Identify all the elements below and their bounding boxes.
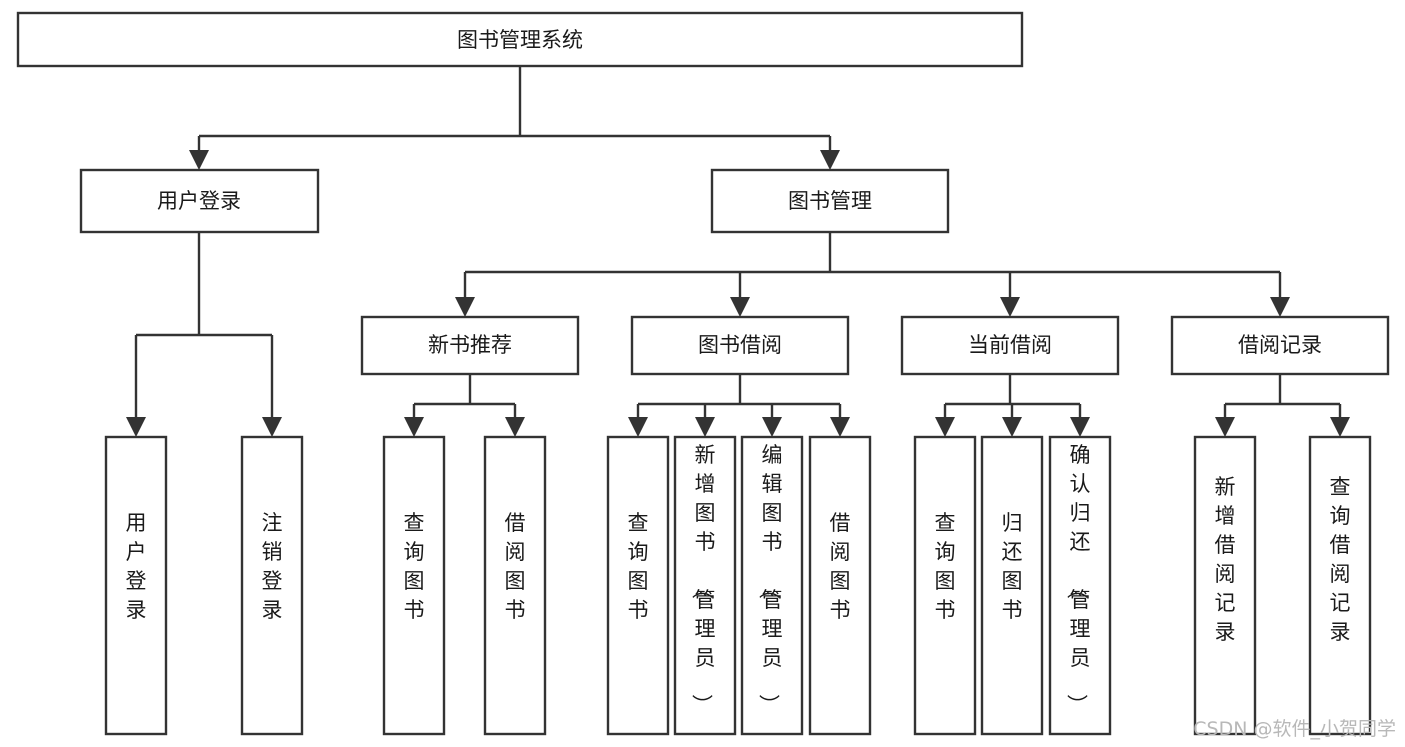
arrow-head-book-borrow-leaf1 (628, 417, 648, 437)
node-current-borrow-label: 当前借阅 (968, 333, 1052, 357)
leaf-user-login-logout[interactable]: 注销登录 (240, 435, 304, 736)
arrow-head-borrow-record-leaf1 (1215, 417, 1235, 437)
leaf-new-book-query-box[interactable] (382, 435, 446, 736)
arrow-head-current-borrow-leaf1 (935, 417, 955, 437)
leaf-book-borrow-edit[interactable]: 编辑图书（管理员） (740, 435, 804, 736)
leaf-user-login-logout-label: 注销登录 (262, 511, 283, 622)
node-new-book-recommend[interactable]: 新书推荐 (360, 315, 580, 376)
arrow-head-book-borrow (730, 297, 750, 317)
leaf-current-borrow-return[interactable]: 归还图书 (980, 435, 1044, 736)
leaf-book-borrow-query-box[interactable] (606, 435, 670, 736)
node-book-borrow-box[interactable] (630, 315, 850, 376)
leaf-current-borrow-confirm-label: 确认归还（管理员） (1065, 443, 1091, 715)
arrow-head-book-borrow-leaf3 (762, 417, 782, 437)
leaf-borrow-record-add-box[interactable] (1193, 435, 1257, 736)
node-root-box[interactable] (16, 11, 1024, 68)
node-book-management[interactable]: 图书管理 (710, 168, 950, 234)
node-user-login-label: 用户登录 (157, 189, 241, 213)
leaf-book-borrow-borrow[interactable]: 借阅图书 (808, 435, 872, 736)
leaf-borrow-record-query-label: 查询借阅记录 (1330, 475, 1351, 644)
leaf-borrow-record-add-label: 新增借阅记录 (1215, 475, 1236, 644)
connector-group-bookborrow-to-leaves (628, 374, 850, 437)
leaf-book-borrow-add-label: 新增图书（管理员） (690, 443, 716, 715)
node-new-book-recommend-box[interactable] (360, 315, 580, 376)
connector-group-root-to-level2 (189, 66, 840, 170)
leaf-new-book-borrow-box[interactable] (483, 435, 547, 736)
leaf-book-borrow-query-label: 查询图书 (628, 511, 649, 622)
leaf-book-borrow-edit-label: 编辑图书（管理员） (757, 443, 783, 715)
leaf-user-login-logout-box[interactable] (240, 435, 304, 736)
arrow-head-book-borrow-leaf4 (830, 417, 850, 437)
leaf-current-borrow-confirm-box[interactable] (1048, 435, 1112, 736)
leaf-new-book-borrow-label: 借阅图书 (505, 511, 526, 622)
leaf-borrow-record-query-box[interactable] (1308, 435, 1372, 736)
arrow-head-borrow-record-leaf2 (1330, 417, 1350, 437)
leaf-borrow-record-add[interactable]: 新增借阅记录 (1193, 435, 1257, 736)
leaf-book-borrow-edit-box[interactable] (740, 435, 804, 736)
connector-group-borrowrecord-to-leaves (1215, 374, 1350, 437)
csdn-watermark: CSDN @软件_小贺同学 (1193, 718, 1396, 740)
node-book-management-label: 图书管理 (788, 189, 872, 213)
leaf-new-book-query-label: 查询图书 (404, 511, 425, 622)
connector-group-newbook-to-leaves (404, 374, 525, 437)
arrow-head-current-borrow (1000, 297, 1020, 317)
connector-group-bookmgmt-to-level3 (455, 232, 1290, 317)
arrow-head-current-borrow-leaf2 (1002, 417, 1022, 437)
leaf-book-borrow-query[interactable]: 查询图书 (606, 435, 670, 736)
leaf-current-borrow-return-label: 归还图书 (1002, 511, 1023, 622)
connector-group-userlogin-to-leaves (126, 232, 282, 437)
leaf-new-book-query[interactable]: 查询图书 (382, 435, 446, 736)
arrow-head-current-borrow-leaf3 (1070, 417, 1090, 437)
leaf-user-login-login[interactable]: 用户登录 (104, 435, 168, 736)
leaf-book-borrow-add-box[interactable] (673, 435, 737, 736)
node-book-management-box[interactable] (710, 168, 950, 234)
arrow-head-user-login (189, 150, 209, 170)
node-user-login-box[interactable] (79, 168, 320, 234)
node-current-borrow[interactable]: 当前借阅 (900, 315, 1120, 376)
leaf-new-book-borrow[interactable]: 借阅图书 (483, 435, 547, 736)
node-user-login[interactable]: 用户登录 (79, 168, 320, 234)
arrow-head-new-book (455, 297, 475, 317)
arrow-head-borrow-record (1270, 297, 1290, 317)
leaf-book-borrow-borrow-box[interactable] (808, 435, 872, 736)
node-root-label: 图书管理系统 (457, 28, 583, 52)
leaf-current-borrow-query-box[interactable] (913, 435, 977, 736)
leaf-current-borrow-return-box[interactable] (980, 435, 1044, 736)
node-new-book-recommend-label: 新书推荐 (428, 333, 512, 357)
arrow-head-book-borrow-leaf2 (695, 417, 715, 437)
arrow-head-user-login-leaf2 (262, 417, 282, 437)
arrow-head-book-mgmt (820, 150, 840, 170)
leaf-book-borrow-borrow-label: 借阅图书 (830, 511, 851, 622)
arrow-head-user-login-leaf1 (126, 417, 146, 437)
node-borrow-record[interactable]: 借阅记录 (1170, 315, 1390, 376)
leaf-current-borrow-confirm[interactable]: 确认归还（管理员） (1048, 435, 1112, 736)
connector-group-currentborrow-to-leaves (935, 374, 1090, 437)
leaf-current-borrow-query[interactable]: 查询图书 (913, 435, 977, 736)
leaf-book-borrow-add[interactable]: 新增图书（管理员） (673, 435, 737, 736)
leaf-current-borrow-query-label: 查询图书 (935, 511, 956, 622)
node-book-borrow-label: 图书借阅 (698, 333, 782, 357)
leaf-user-login-login-box[interactable] (104, 435, 168, 736)
node-book-borrow[interactable]: 图书借阅 (630, 315, 850, 376)
leaf-borrow-record-query[interactable]: 查询借阅记录 (1308, 435, 1372, 736)
arrow-head-new-book-leaf2 (505, 417, 525, 437)
arrow-head-new-book-leaf1 (404, 417, 424, 437)
node-root-book-management-system[interactable]: 图书管理系统 (16, 11, 1024, 68)
leaf-user-login-login-label: 用户登录 (126, 511, 147, 622)
node-borrow-record-label: 借阅记录 (1238, 333, 1322, 357)
node-borrow-record-box[interactable] (1170, 315, 1390, 376)
node-current-borrow-box[interactable] (900, 315, 1120, 376)
